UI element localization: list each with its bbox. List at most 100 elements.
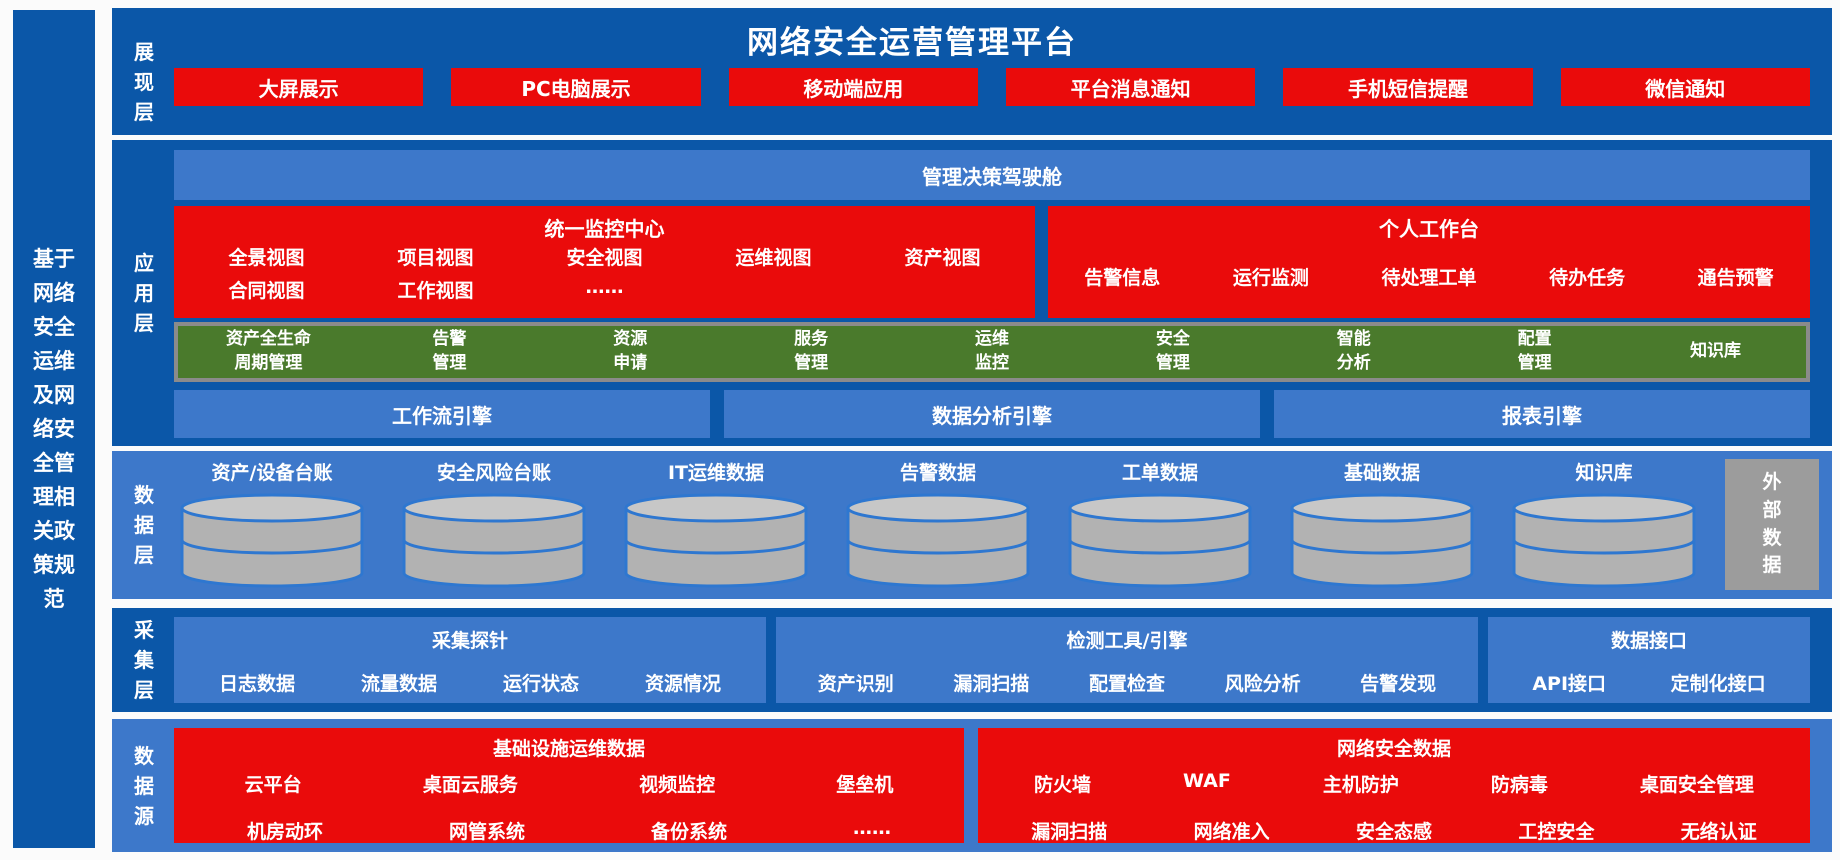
view-item-ellipsis: ……	[585, 276, 624, 298]
collection-probe-group: 采集探针 日志数据 流量数据 运行状态 资源情况	[174, 617, 766, 703]
group-item: 防病毒	[1490, 774, 1548, 796]
monitor-center-block: 统一监控中心 全景视图 项目视图 安全视图 运维视图 资产视图 合同视图 工作视…	[174, 206, 1035, 318]
database-cylinder-icon	[1068, 493, 1252, 588]
database-cylinder-icon	[402, 493, 586, 588]
group-item: 配置检查	[1088, 673, 1165, 695]
layer-panel-application: 应用层 管理决策驾驶舱 统一监控中心 全景视图 项目视图 安全视图 运维视图 资…	[112, 140, 1832, 446]
view-item: 运维视图	[735, 247, 812, 269]
module-knowledge-base: 知识库	[1690, 341, 1742, 362]
group-item: 堡垒机	[836, 774, 894, 796]
group-item: 网管系统	[448, 821, 525, 843]
policy-sidebar: 基于网络安全运维及网络安全管理相关政策规范	[13, 10, 95, 848]
group-items: 防火墙 WAF 主机防护 防病毒 桌面安全管理	[978, 770, 1810, 797]
module-intelligent-analysis: 智能 分析	[1336, 329, 1371, 373]
workbench-item: 运行监测	[1232, 267, 1309, 289]
group-item: 运行状态	[502, 673, 579, 695]
data-analysis-engine: 数据分析引擎	[724, 390, 1260, 438]
database-workorder: 工单数据	[1062, 458, 1258, 588]
presentation-button-platform-message: 平台消息通知	[1005, 68, 1256, 106]
external-data-label: 外部数据	[1762, 471, 1782, 577]
workbench-item: 告警信息	[1084, 267, 1161, 289]
view-item: 安全视图	[566, 247, 643, 269]
detection-tools-group: 检测工具/引擎 资产识别 漏洞扫描 配置检查 风险分析 告警发现	[776, 617, 1478, 703]
group-item: 防火墙	[1034, 774, 1092, 796]
group-item: API接口	[1532, 673, 1607, 695]
group-item: 资产识别	[817, 673, 894, 695]
group-item: 桌面云服务	[422, 774, 518, 796]
group-title: 网络安全数据	[1336, 738, 1451, 760]
presentation-button-mobile: 移动端应用	[728, 68, 978, 106]
group-items: 日志数据 流量数据 运行状态 资源情况	[174, 669, 766, 696]
view-item: 全景视图	[228, 247, 305, 269]
layer-panel-source: 数据源 基础设施运维数据 云平台 桌面云服务 视频监控 堡垒机 机房动环 网管系…	[112, 719, 1832, 852]
personal-workbench-block: 个人工作台 告警信息 运行监测 待处理工单 待办任务 通告预警	[1048, 206, 1810, 318]
database-row: 资产/设备台账 安全风险台账 IT运维数据	[174, 458, 1702, 588]
group-title: 采集探针	[431, 630, 508, 652]
application-modules-band: 资产全生命 周期管理 告警 管理 资源 申请 服务 管理 运维 监控 安全 管理	[174, 322, 1810, 382]
infra-ops-data-group: 基础设施运维数据 云平台 桌面云服务 视频监控 堡垒机 机房动环 网管系统 备份…	[174, 728, 964, 843]
group-item: 备份系统	[650, 821, 727, 843]
group-title: 检测工具/引擎	[1066, 630, 1188, 652]
layer-label-collection: 采集层	[134, 618, 154, 702]
presentation-button-row: 大屏展示 PC电脑展示 移动端应用 平台消息通知 手机短信提醒 微信通知	[174, 68, 1810, 106]
personal-workbench-title: 个人工作台	[1379, 217, 1479, 241]
group-items: 漏洞扫描 网络准入 安全态感 工控安全 无络认证	[978, 817, 1810, 844]
group-title: 数据接口	[1610, 630, 1687, 652]
module-service-mgmt: 服务 管理	[794, 329, 829, 373]
group-item: 云平台	[244, 774, 302, 796]
group-item: 无络认证	[1680, 821, 1757, 843]
group-item: 桌面安全管理	[1639, 774, 1754, 796]
group-item: 安全态感	[1355, 821, 1432, 843]
database-cylinder-icon	[1290, 493, 1474, 588]
network-security-data-group: 网络安全数据 防火墙 WAF 主机防护 防病毒 桌面安全管理 漏洞扫描 网络准入…	[978, 728, 1810, 843]
group-item: 网络准入	[1193, 821, 1270, 843]
group-items: 云平台 桌面云服务 视频监控 堡垒机	[174, 770, 964, 797]
group-item: 工控安全	[1518, 821, 1595, 843]
group-item: 视频监控	[639, 774, 716, 796]
group-items: API接口 定制化接口	[1488, 669, 1810, 696]
engine-row: 工作流引擎 数据分析引擎 报表引擎	[174, 390, 1810, 438]
group-item: 主机防护	[1322, 774, 1399, 796]
layer-label-source: 数据源	[134, 743, 154, 828]
database-cylinder-icon	[846, 493, 1030, 588]
monitor-center-title: 统一监控中心	[544, 217, 665, 241]
group-item: 日志数据	[218, 673, 295, 695]
database-risk-ledger: 安全风险台账	[396, 458, 592, 588]
database-cylinder-icon	[1512, 493, 1696, 588]
workflow-engine: 工作流引擎	[174, 390, 710, 438]
group-title: 基础设施运维数据	[492, 738, 645, 760]
module-asset-lifecycle: 资产全生命 周期管理	[225, 329, 311, 373]
layer-panel-collection: 采集层 采集探针 日志数据 流量数据 运行状态 资源情况 检测工具/引擎 资产识…	[112, 608, 1832, 712]
view-item: 工作视图	[397, 280, 474, 302]
view-item: 项目视图	[397, 247, 474, 269]
external-data-box: 外部数据	[1725, 459, 1819, 590]
personal-workbench-items: 告警信息 运行监测 待处理工单 待办任务 通告预警	[1048, 263, 1810, 290]
workbench-item: 待办任务	[1549, 267, 1626, 289]
platform-title: 网络安全运营管理平台	[747, 25, 1077, 61]
database-cylinder-icon	[624, 493, 808, 588]
database-it-ops: IT运维数据	[618, 458, 814, 588]
workbench-item: 待处理工单	[1381, 267, 1477, 289]
data-interface-group: 数据接口 API接口 定制化接口	[1488, 617, 1810, 703]
monitor-center-views: 全景视图 项目视图 安全视图 运维视图 资产视图 合同视图 工作视图 ……	[174, 243, 1035, 303]
group-item: 风险分析	[1224, 673, 1301, 695]
workbench-item: 通告预警	[1697, 267, 1774, 289]
group-item: 漏洞扫描	[953, 673, 1030, 695]
presentation-button-big-screen: 大屏展示	[174, 68, 424, 106]
presentation-button-pc: PC电脑展示	[451, 68, 701, 106]
module-resource-request: 资源 申请	[613, 329, 648, 373]
database-alarm: 告警数据	[840, 458, 1036, 588]
group-items: 资产识别 漏洞扫描 配置检查 风险分析 告警发现	[776, 669, 1478, 696]
group-item: 告警发现	[1360, 673, 1437, 695]
layer-label-presentation: 展现层	[134, 39, 154, 124]
module-security-mgmt: 安全 管理	[1155, 329, 1190, 373]
presentation-button-sms: 手机短信提醒	[1283, 68, 1533, 106]
group-item: 资源情况	[644, 673, 721, 695]
view-item: 合同视图	[228, 280, 305, 302]
policy-sidebar-text: 基于网络安全运维及网络安全管理相关政策规范	[33, 246, 75, 612]
database-asset-ledger: 资产/设备台账	[174, 458, 370, 588]
group-item: 机房动环	[246, 821, 323, 843]
group-items: 机房动环 网管系统 备份系统 ……	[174, 817, 964, 844]
layer-panel-data: 数据层 资产/设备台账 安全风险台账 IT运维数据	[112, 451, 1832, 599]
